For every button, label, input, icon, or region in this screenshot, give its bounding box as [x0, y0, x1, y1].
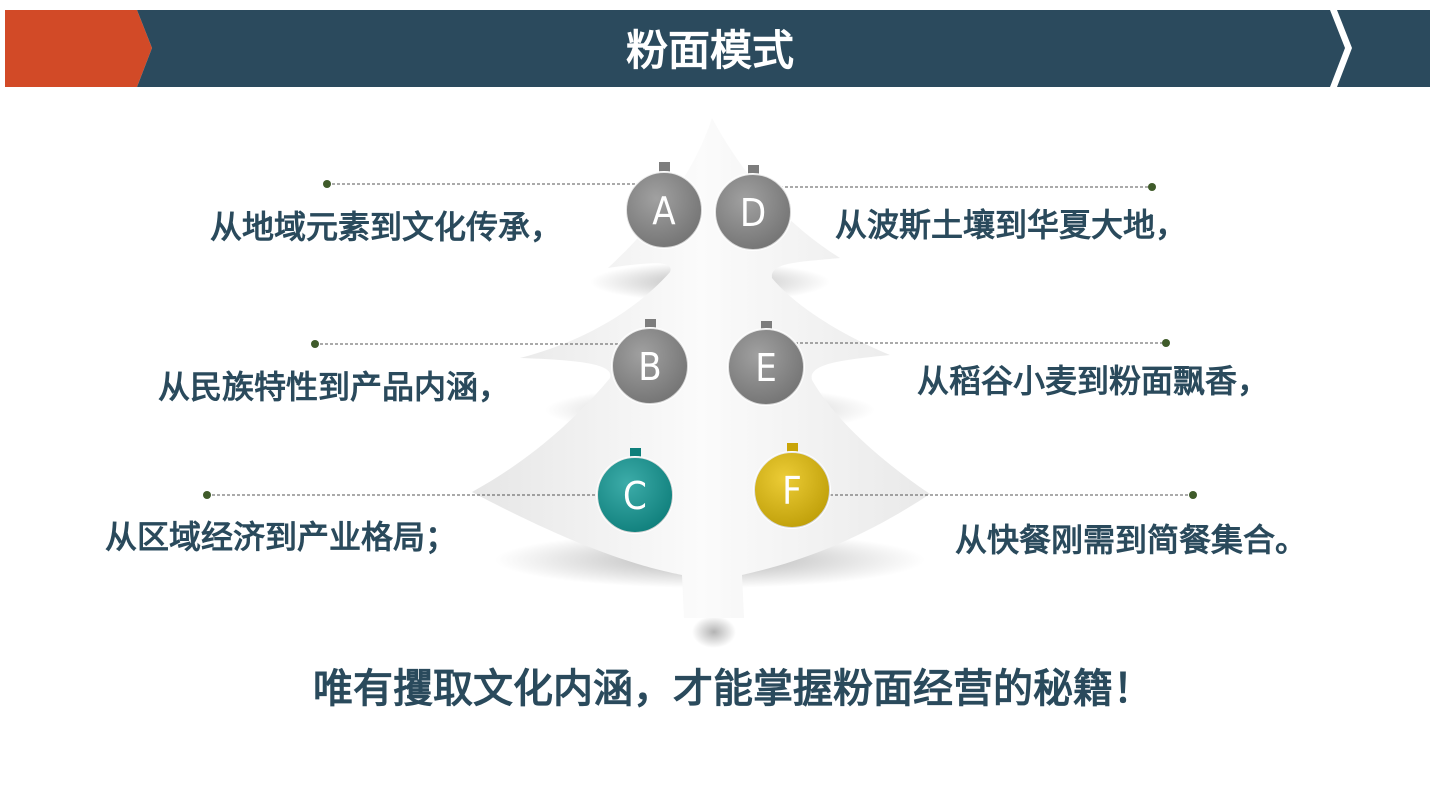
item-text-c: 从区域经济到产业格局；: [105, 518, 457, 556]
ornament-cap: [787, 443, 798, 455]
header-end-block: [1337, 10, 1430, 87]
ornament-cap: [645, 319, 656, 331]
ornament-f: F: [753, 443, 831, 529]
ornament-shine: [612, 328, 688, 404]
ornament-shine: [626, 172, 702, 248]
ornament-c: C: [596, 448, 674, 534]
item-text-a: 从地域元素到文化传承，: [210, 208, 562, 246]
ornament-letter: B: [638, 345, 661, 389]
item-text-b: 从民族特性到产品内涵，: [158, 368, 510, 406]
connector-dot-b: [311, 340, 319, 348]
ornament-cap: [761, 321, 772, 333]
page-title: 粉面模式: [626, 26, 794, 75]
ornament-shine: [728, 329, 804, 405]
connector-dot-e: [1162, 339, 1170, 347]
trunk-shadow: [692, 616, 736, 648]
ornament-letter: A: [652, 189, 676, 233]
connector-dot-a: [323, 180, 331, 188]
item-text-f: 从快餐刚需到简餐集合。: [955, 521, 1307, 559]
ornament-cap: [659, 162, 670, 174]
connector-dot-c: [203, 491, 211, 499]
ornament-d: D: [714, 165, 792, 251]
connector-lines: [203, 180, 1197, 499]
ornament-letter: D: [740, 191, 766, 235]
conclusion-text: 唯有攫取文化内涵，才能掌握粉面经营的秘籍！: [313, 666, 1153, 712]
ornament-letter: C: [623, 474, 647, 518]
ornament-cap: [630, 448, 641, 460]
ornament-b: B: [611, 319, 689, 405]
header-bar: [137, 10, 1345, 87]
header-accent-block: [5, 10, 152, 87]
connector-dot-d: [1148, 183, 1156, 191]
ornament-letter: F: [782, 469, 802, 513]
item-text-d: 从波斯土壤到华夏大地，: [835, 206, 1187, 244]
connector-dot-f: [1189, 491, 1197, 499]
ornament-shine: [715, 174, 791, 250]
header-banner: 粉面模式: [5, 10, 1430, 87]
ornament-a: A: [625, 162, 703, 249]
ornament-letter: E: [755, 346, 777, 390]
ornament-shine: [754, 452, 830, 528]
tree-graphic: [472, 118, 930, 648]
ornament-e: E: [727, 321, 805, 406]
ornament-cap: [748, 165, 759, 177]
ornament-shine: [597, 457, 673, 533]
item-text-e: 从稻谷小麦到粉面飘香，: [917, 362, 1269, 400]
